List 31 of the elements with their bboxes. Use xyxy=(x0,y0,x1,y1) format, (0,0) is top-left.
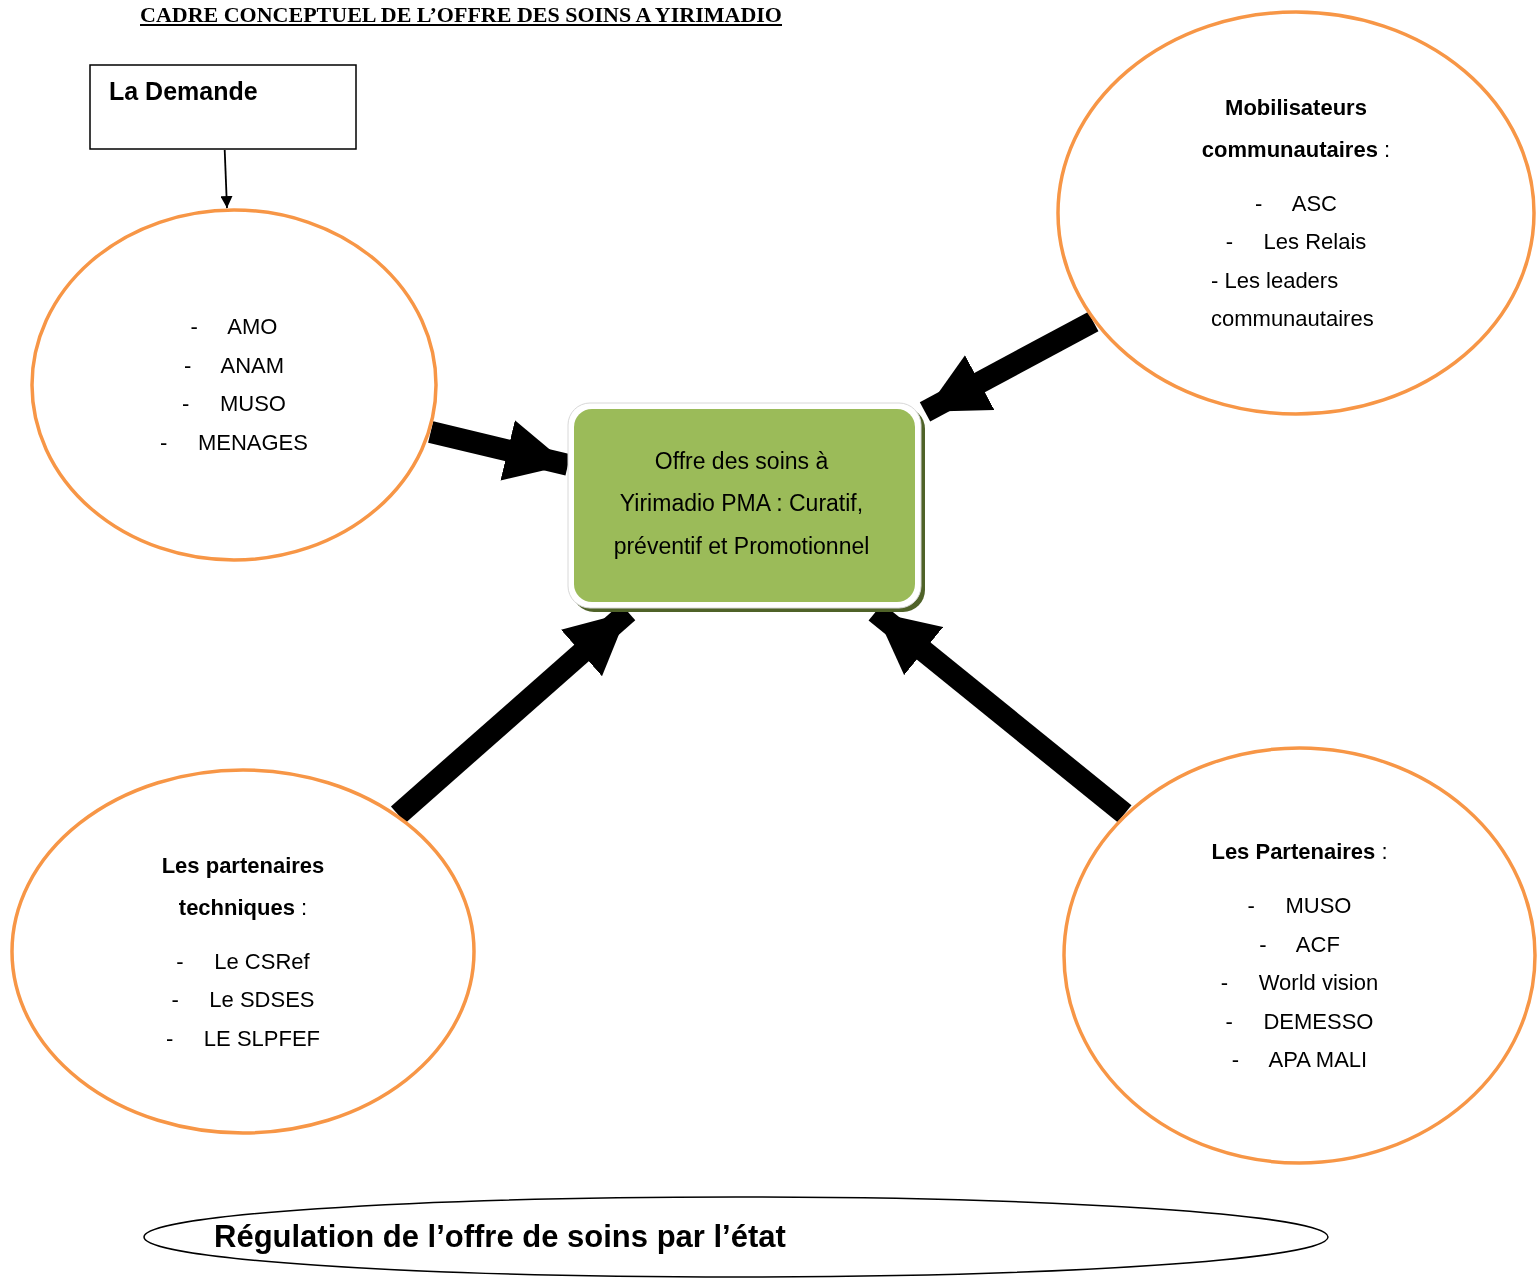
process-box xyxy=(568,403,925,612)
list-item: - MUSO xyxy=(182,390,286,418)
list-item: - ANAM xyxy=(183,351,285,380)
ellipse-node xyxy=(1062,746,1537,1165)
group-heading: Les partenaires techniques : xyxy=(160,851,326,922)
group-heading: Les Partenaires : xyxy=(1211,838,1388,867)
list-item: - MENAGES xyxy=(160,428,308,457)
list-item: - Le CSRef xyxy=(176,947,310,976)
list-item: - Les Relais xyxy=(1225,228,1367,257)
list-item: - ASC xyxy=(1255,189,1337,218)
node-label: La Demande xyxy=(109,76,258,106)
list-item: - World vision xyxy=(1220,969,1379,998)
label-box xyxy=(89,64,357,150)
ellipse-node xyxy=(10,768,476,1135)
list-item: - DEMESSO xyxy=(1225,1007,1374,1036)
list-item: - LE SLPFEF xyxy=(165,1024,320,1053)
ellipse-node xyxy=(1056,10,1536,416)
list-item: - ACF xyxy=(1259,930,1340,959)
ellipse-node xyxy=(142,1195,1330,1279)
list-item: - APA MALI xyxy=(1231,1046,1368,1075)
node-label: Offre des soins à Yirimadio PMA : Curatif, préventif et Promotionnel xyxy=(612,446,871,561)
diagram-title: CADRE CONCEPTUEL DE L’OFFRE DES SOINS A YIRIMADIO xyxy=(140,2,782,28)
list-item: - AMO xyxy=(190,313,278,341)
footer-note: Régulation de l’offre de soins par l’état xyxy=(213,1217,786,1256)
arrow xyxy=(919,311,1099,422)
list-item: - MUSO xyxy=(1247,892,1352,921)
arrow xyxy=(220,149,233,209)
ellipse-node xyxy=(30,208,438,562)
list-item: - Les leaders communautaires xyxy=(1211,266,1375,334)
group-heading: Mobilisateurs communautaires : xyxy=(1200,94,1392,164)
list-item: - Le SDSES xyxy=(171,986,315,1015)
